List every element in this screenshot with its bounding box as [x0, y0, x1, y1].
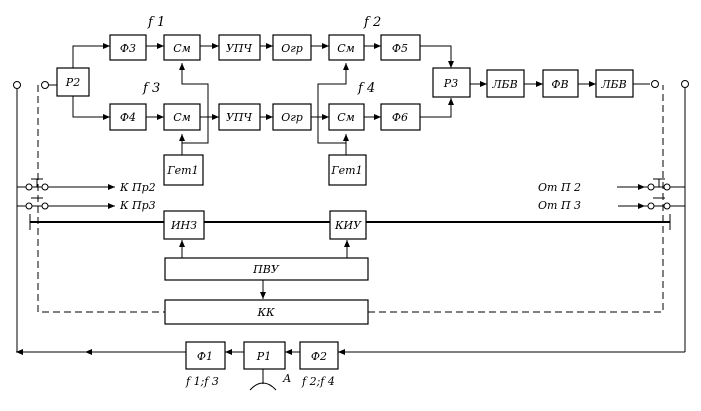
block-upch1: УПЧ — [218, 34, 261, 61]
svg-text:ФВ: ФВ — [551, 78, 568, 91]
svg-text:См: См — [173, 42, 191, 55]
block-ogr2: Огр — [272, 103, 312, 131]
block-inz: ИНЗ — [163, 210, 205, 240]
svg-text:ЛБВ: ЛБВ — [600, 78, 626, 91]
svg-text:Ф5: Ф5 — [392, 42, 408, 55]
block-f2: Ф2 — [299, 341, 339, 370]
label-k-pr3: К Пр3 — [119, 199, 156, 212]
svg-text:ЛБВ: ЛБВ — [491, 78, 517, 91]
label-ot-p3: От П 3 — [538, 199, 581, 212]
svg-text:См: См — [337, 42, 355, 55]
svg-text:Огр: Огр — [281, 111, 303, 124]
block-sm2: См — [328, 34, 365, 61]
block-r2: Р2 — [56, 67, 90, 97]
right-antenna-terminal-outer — [681, 80, 689, 88]
svg-text:Р2: Р2 — [65, 76, 80, 89]
svg-text:Р1: Р1 — [256, 350, 271, 363]
svg-text:Р3: Р3 — [443, 77, 458, 90]
svg-text:ПВУ: ПВУ — [252, 263, 280, 276]
block-f4: Ф4 — [109, 103, 147, 131]
svg-text:Ф6: Ф6 — [392, 111, 408, 124]
svg-text:Ф4: Ф4 — [120, 111, 136, 124]
label-f1-top: f 1 — [147, 15, 165, 30]
block-get1-right: Гет1 — [328, 154, 367, 186]
block-sm4: См — [328, 103, 365, 131]
label-f2f4-bottom: f 2;f 4 — [301, 375, 335, 388]
svg-text:Огр: Огр — [281, 42, 303, 55]
svg-text:ИНЗ: ИНЗ — [170, 219, 197, 232]
svg-text:Ф2: Ф2 — [311, 350, 327, 363]
label-f2-top: f 2 — [363, 15, 381, 30]
svg-text:См: См — [337, 111, 355, 124]
left-antenna-terminal-outer — [13, 81, 21, 89]
label-f4-mid: f 4 — [357, 81, 375, 96]
block-kiu: КИУ — [329, 210, 367, 240]
block-fv: ФВ — [542, 69, 579, 98]
left-antenna-terminal-inner — [41, 81, 49, 89]
svg-text:Ф3: Ф3 — [120, 42, 136, 55]
block-sm1: См — [163, 34, 201, 61]
svg-text:Гет1: Гет1 — [166, 164, 198, 177]
label-antenna: А — [282, 372, 291, 385]
svg-text:УПЧ: УПЧ — [226, 111, 253, 124]
block-pvu: ПВУ — [164, 257, 369, 281]
block-f5: Ф5 — [380, 34, 421, 61]
svg-text:Ф1: Ф1 — [197, 350, 213, 363]
block-f3: Ф3 — [109, 34, 147, 61]
svg-text:См: См — [173, 111, 191, 124]
block-r1: Р1 — [243, 341, 286, 370]
svg-text:КК: КК — [256, 306, 275, 319]
block-sm3: См — [163, 103, 201, 131]
right-antenna-terminal-inner — [651, 80, 659, 88]
block-f6: Ф6 — [380, 103, 421, 131]
block-r3: Р3 — [432, 67, 471, 98]
svg-text:Гет1: Гет1 — [330, 164, 362, 177]
label-f1f3-bottom: f 1;f 3 — [185, 375, 219, 388]
block-lbv2: ЛБВ — [595, 69, 634, 98]
block-ogr1: Огр — [272, 34, 312, 61]
block-lbv1: ЛБВ — [486, 69, 525, 98]
label-ot-p2: От П 2 — [538, 181, 581, 194]
label-k-pr2: К Пр2 — [119, 181, 156, 194]
block-kk: КК — [164, 299, 369, 325]
svg-text:УПЧ: УПЧ — [226, 42, 253, 55]
block-upch2: УПЧ — [218, 103, 261, 131]
block-get1-left: Гет1 — [163, 154, 204, 186]
left-switches — [17, 178, 52, 210]
block-f1: Ф1 — [185, 341, 226, 370]
svg-text:КИУ: КИУ — [334, 219, 362, 232]
label-f3-mid: f 3 — [142, 81, 160, 96]
connection-lines — [16, 43, 686, 391]
right-switches — [645, 178, 685, 210]
